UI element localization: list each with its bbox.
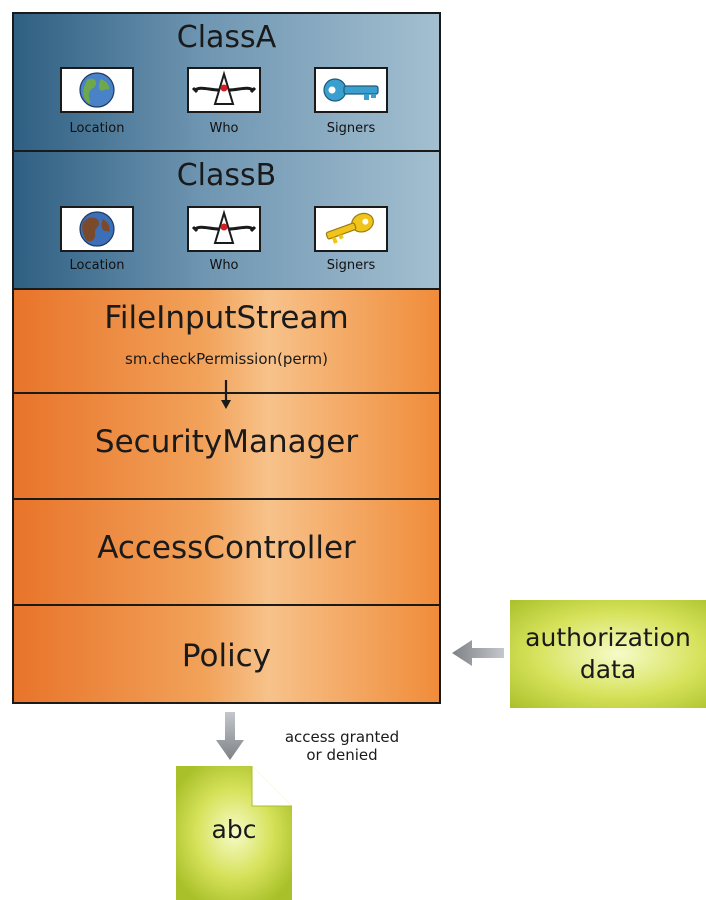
blue-key-icon (314, 67, 388, 113)
globe-icon (60, 67, 134, 113)
result-note: access granted or denied (272, 728, 412, 764)
result-arrow (216, 712, 244, 760)
policy-title: Policy (181, 638, 272, 674)
document-label: abc (211, 815, 257, 844)
result-note-line-2: or denied (306, 746, 378, 764)
class-b-location-label: Location (69, 258, 125, 273)
authorization-line-1: authorization (525, 623, 691, 652)
class-a-location-label: Location (69, 121, 125, 136)
class-a-band: ClassA Location Who (14, 14, 439, 150)
class-a-who-label: Who (209, 121, 239, 136)
result-note-line-1: access granted (284, 728, 400, 746)
class-b-band: ClassB Location Who (14, 150, 439, 288)
class-b-who-label: Who (209, 258, 239, 273)
class-b-title: ClassB (176, 158, 277, 193)
java-security-stack: ClassA Location Who (12, 12, 441, 704)
authorization-line-2: data (579, 655, 637, 684)
authorization-arrow (452, 640, 504, 666)
access-controller-band: AccessController (14, 498, 439, 604)
duke-mascot-icon (187, 206, 261, 252)
authorization-data-box: authorization data (510, 600, 706, 708)
globe-icon (60, 206, 134, 252)
file-input-stream-title: FileInputStream (104, 300, 349, 336)
class-a-signers-label: Signers (326, 121, 376, 136)
duke-mascot-icon (187, 67, 261, 113)
policy-band: Policy (14, 604, 439, 702)
document-icon (176, 766, 292, 900)
class-b-signers-label: Signers (326, 258, 376, 273)
security-manager-title: SecurityManager (94, 424, 359, 460)
check-permission-call: sm.checkPermission(perm) (125, 350, 328, 368)
security-manager-band: SecurityManager (14, 392, 439, 498)
check-permission-arrow (221, 380, 231, 409)
file-input-stream-band: FileInputStream sm.checkPermission(perm) (14, 288, 439, 392)
access-controller-title: AccessController (97, 530, 356, 566)
class-a-title: ClassA (176, 20, 277, 55)
gold-key-icon (314, 206, 388, 252)
